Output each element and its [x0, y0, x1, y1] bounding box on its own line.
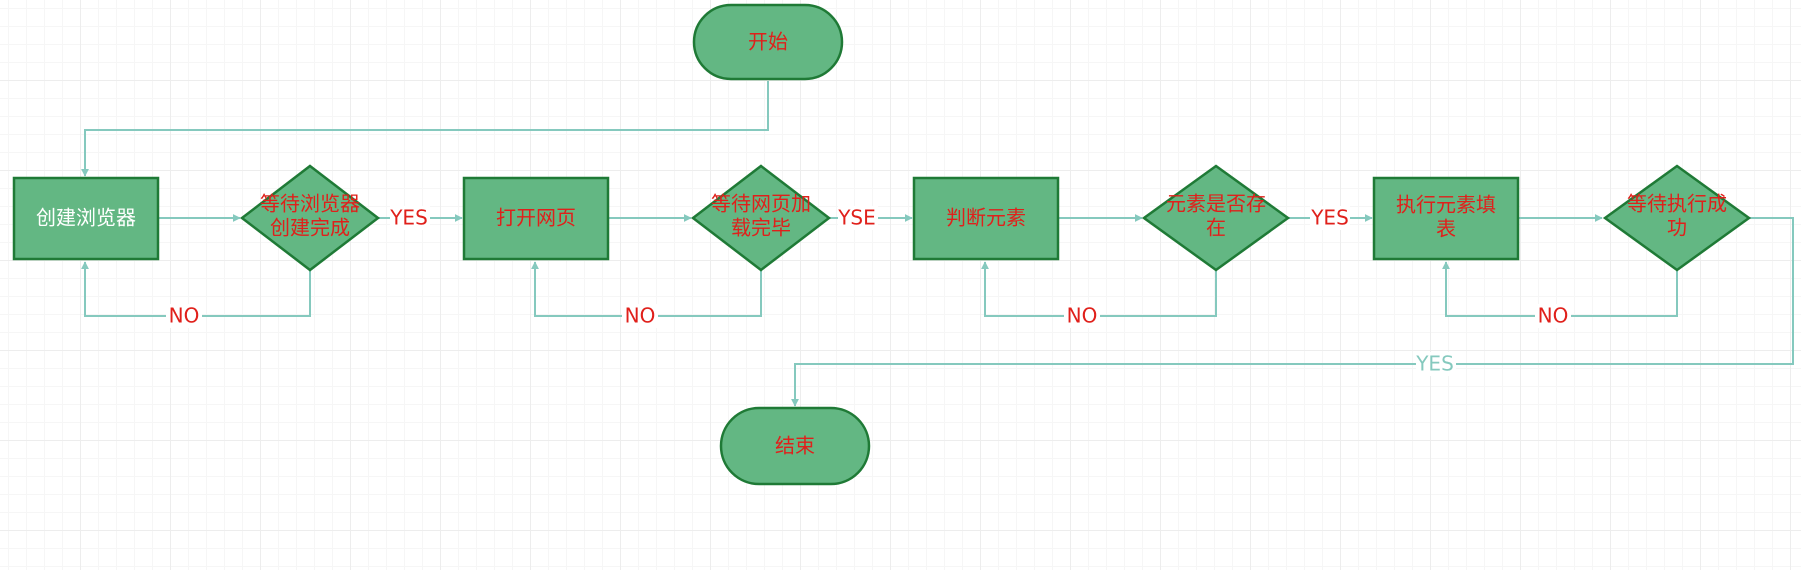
node-wait-exec[interactable]: 等待执行成 功	[1602, 164, 1752, 272]
svg-text:打开网页: 打开网页	[496, 206, 576, 230]
svg-text:在: 在	[1206, 216, 1226, 240]
svg-text:NO: NO	[625, 304, 656, 328]
svg-text:YSE: YSE	[837, 206, 876, 230]
svg-text:创建完成: 创建完成	[270, 216, 350, 240]
edge-wait-exec-yes-to-end[interactable]	[791, 217, 1794, 407]
svg-text:NO: NO	[1538, 304, 1569, 328]
node-element-exists[interactable]: 元素是否存 在	[1141, 164, 1291, 272]
svg-text:元素是否存: 元素是否存	[1166, 192, 1266, 216]
svg-text:功: 功	[1667, 216, 1687, 240]
edge-label-no-4: NO	[1535, 304, 1571, 328]
edge-label-no-3: NO	[1064, 304, 1100, 328]
edge-label-no-2: NO	[622, 304, 658, 328]
svg-text:结束: 结束	[775, 434, 815, 458]
node-open-page[interactable]: 打开网页	[462, 176, 610, 261]
edge-label-yes-1: YES	[389, 206, 430, 230]
svg-text:YES: YES	[1415, 352, 1454, 376]
svg-text:等待网页加: 等待网页加	[711, 192, 811, 216]
edge-label-yes-end: YES	[1415, 352, 1456, 376]
node-fill-form[interactable]: 执行元素填 表	[1372, 176, 1520, 261]
node-start[interactable]: 开始	[692, 3, 844, 81]
svg-text:开始: 开始	[748, 30, 788, 54]
svg-text:YES: YES	[389, 206, 428, 230]
edge-start-to-create-browser[interactable]	[81, 81, 769, 177]
edge-label-yse-2: YSE	[837, 206, 878, 230]
svg-text:NO: NO	[1067, 304, 1098, 328]
svg-text:NO: NO	[169, 304, 200, 328]
node-wait-browser[interactable]: 等待浏览器 创建完成	[239, 164, 381, 272]
node-wait-page[interactable]: 等待网页加 载完毕	[690, 164, 832, 272]
node-end[interactable]: 结束	[719, 406, 871, 486]
node-check-element[interactable]: 判断元素	[912, 176, 1060, 261]
svg-text:判断元素: 判断元素	[946, 206, 1026, 230]
edge-label-yes-3: YES	[1310, 206, 1350, 230]
svg-text:创建浏览器: 创建浏览器	[36, 206, 136, 230]
svg-text:等待浏览器: 等待浏览器	[260, 192, 360, 216]
svg-text:等待执行成: 等待执行成	[1627, 192, 1727, 216]
node-create-browser[interactable]: 创建浏览器	[12, 176, 160, 261]
svg-text:YES: YES	[1310, 206, 1349, 230]
svg-text:执行元素填: 执行元素填	[1396, 193, 1496, 217]
edge-exists-no[interactable]	[981, 261, 1217, 317]
svg-text:载完毕: 载完毕	[731, 216, 791, 240]
edge-label-no-1: NO	[166, 304, 202, 328]
svg-text:表: 表	[1436, 217, 1456, 241]
